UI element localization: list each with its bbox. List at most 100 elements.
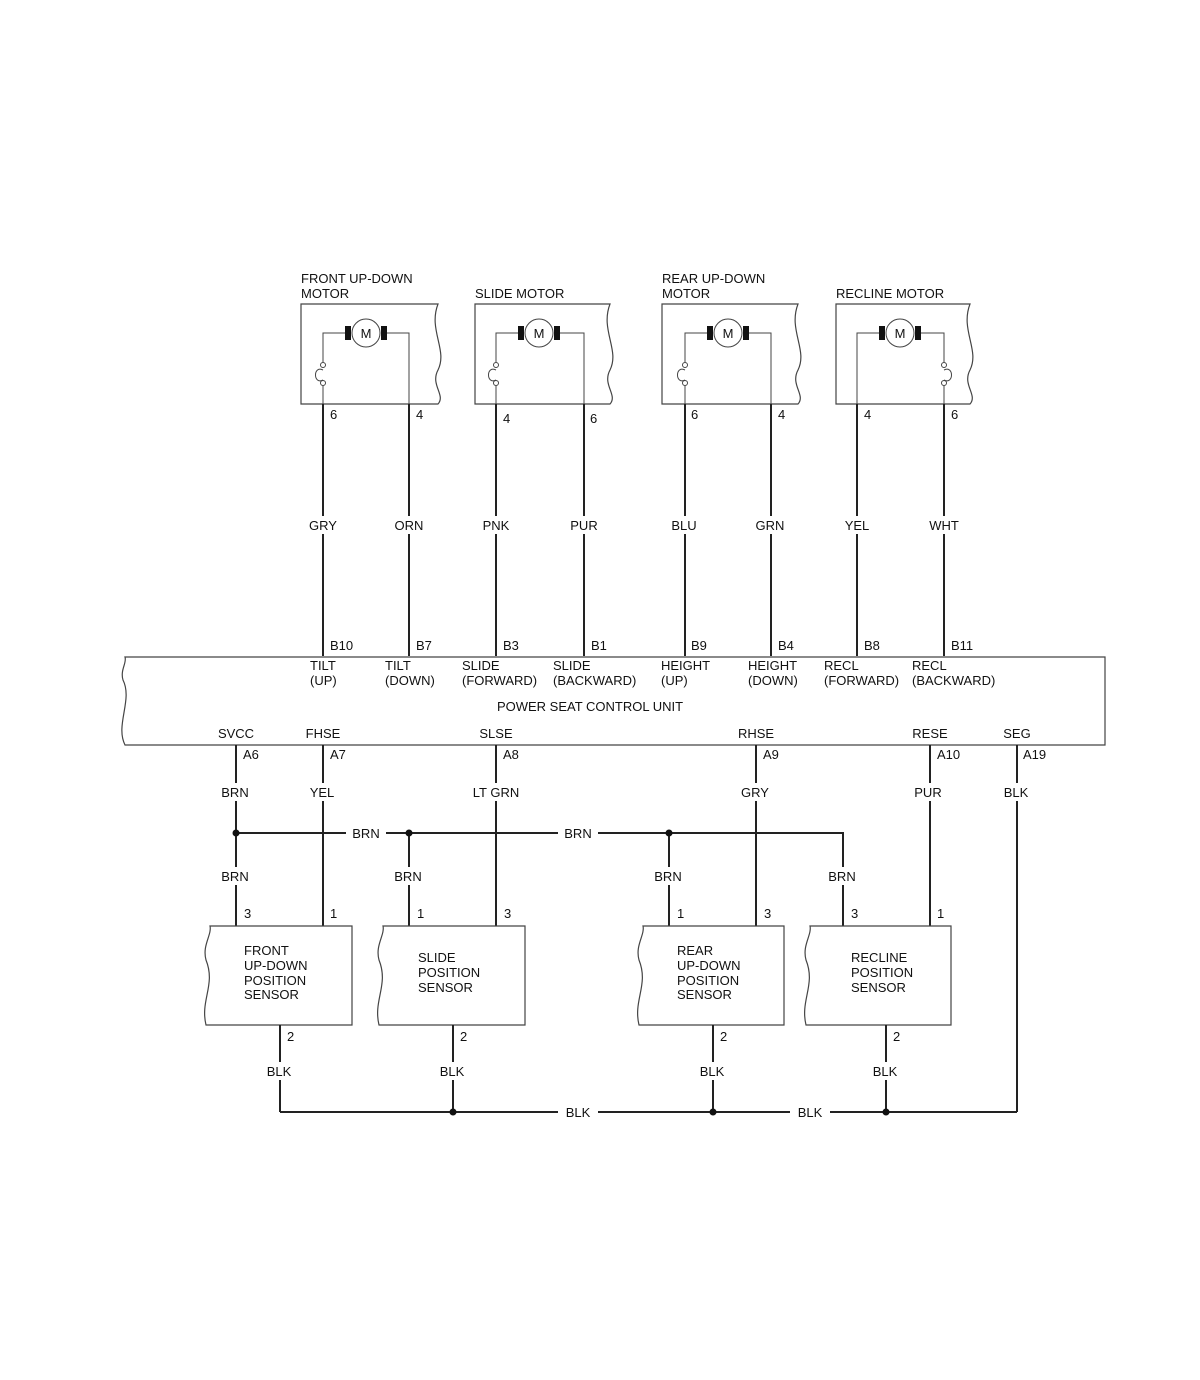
wire-color-label: BLK [1004,785,1029,800]
sensor-label: SENSOR [677,987,732,1002]
motor-icon [713,318,743,348]
sensor-label: RECLINE [851,950,908,965]
ground-bus: BLK BLK [280,1105,1017,1120]
motor-housing [300,303,442,405]
splice-dot [709,1108,717,1116]
sensor-housing [637,925,785,1026]
wire-color-label: BRN [564,826,591,841]
wire-color-label: LT GRN [473,785,519,800]
motor-title: REAR UP-DOWN [662,271,765,286]
motor-symbol: M [895,326,906,341]
terminal-label: RESE [912,726,948,741]
connector-label: B9 [691,638,707,653]
wire-color-label: PUR [914,785,941,800]
sensor-label: SLIDE [418,950,456,965]
motor-symbol: M [723,326,734,341]
sensor-housing [377,925,526,1026]
control-unit-name: POWER SEAT CONTROL UNIT [497,699,683,714]
pin-label: 1 [937,906,944,921]
terminal-label: (BACKWARD) [553,673,636,688]
pin-label: 2 [287,1029,294,1044]
motor-title-line2: MOTOR [301,286,349,301]
sensor-label: FRONT [244,943,289,958]
terminal-label: SLIDE [462,658,500,673]
connector-label: A10 [937,747,960,762]
motor-housing [474,303,614,405]
motor-title: SLIDE MOTOR [475,286,564,301]
connector-label: A19 [1023,747,1046,762]
terminal-label: (FORWARD) [824,673,899,688]
slide-motor: SLIDE MOTOR M 4 6 PNK PUR B3 B1 [474,286,614,656]
wire-color-label: YEL [310,785,335,800]
terminal-label: SLSE [479,726,513,741]
pin-label: 4 [503,411,510,426]
motor-symbol: M [534,326,545,341]
front-up-down-motor: FRONT UP-DOWN MOTOR M 6 4 GRY ORN B10 B7 [300,271,442,656]
connector-label: A6 [243,747,259,762]
terminal-label: TILT [310,658,336,673]
terminal-label: RECL [824,658,859,673]
motor-title: RECLINE MOTOR [836,286,944,301]
sensor-label: SENSOR [851,980,906,995]
sensor-label: SENSOR [418,980,473,995]
wire-color-label: GRY [741,785,769,800]
sensor-label: POSITION [851,965,913,980]
terminal-label: (BACKWARD) [912,673,995,688]
motor-symbol: M [361,326,372,341]
pin-label: 6 [951,407,958,422]
wire-color-label: BRN [221,869,248,884]
pin-label: 4 [864,407,871,422]
sensor-label: POSITION [244,973,306,988]
sensor-housing [204,925,353,1026]
sensor-label: REAR [677,943,713,958]
wire-color-label: BLU [671,518,696,533]
rear-up-down-position-sensor: 1 3 REAR UP-DOWN POSITION SENSOR 2 BLK [637,906,785,1112]
connector-label: A7 [330,747,346,762]
connector-label: B11 [951,638,973,653]
connector-label: A8 [503,747,519,762]
terminal-label: HEIGHT [661,658,710,673]
motor-icon [524,318,554,348]
wire-color-label: BLK [873,1064,898,1079]
sensor-wiring: A6 A7 A8 A9 A10 A19 BRN YEL LT GRN GRY P… [217,745,1046,1112]
wire-color-label: WHT [929,518,959,533]
terminal-label: TILT [385,658,411,673]
control-unit-housing [121,656,1106,746]
wire-color-label: PUR [570,518,597,533]
sensor-label: UP-DOWN [244,958,308,973]
pin-label: 4 [778,407,785,422]
rear-up-down-motor: REAR UP-DOWN MOTOR M 6 4 BLU GRN B9 B4 [661,271,802,656]
wire-color-label: BLK [798,1105,823,1120]
sensor-label: POSITION [677,973,739,988]
terminal-label: RECL [912,658,947,673]
splice-dot [232,829,240,837]
pin-label: 3 [244,906,251,921]
pin-label: 6 [330,407,337,422]
wire-color-label: BRN [654,869,681,884]
pin-label: 3 [764,906,771,921]
pin-label: 1 [677,906,684,921]
terminal-label: RHSE [738,726,774,741]
wire-color-label: BRN [394,869,421,884]
terminal-label: SVCC [218,726,254,741]
connector-label: B1 [591,638,607,653]
connector-label: A9 [763,747,779,762]
wire-color-label: GRY [309,518,337,533]
pin-label: 2 [893,1029,900,1044]
pin-label: 2 [720,1029,727,1044]
wire-color-label: ORN [395,518,424,533]
motor-icon [885,318,915,348]
pin-label: 4 [416,407,423,422]
wire-color-label: YEL [845,518,870,533]
pin-label: 6 [691,407,698,422]
splice-dot [665,829,673,837]
motor-title-line2: MOTOR [662,286,710,301]
motor-icon [351,318,381,348]
connector-label: B8 [864,638,880,653]
pin-label: 1 [417,906,424,921]
wire-color-label: BRN [352,826,379,841]
connector-label: B7 [416,638,432,653]
terminal-label: SEG [1003,726,1030,741]
motor-housing [661,303,802,405]
